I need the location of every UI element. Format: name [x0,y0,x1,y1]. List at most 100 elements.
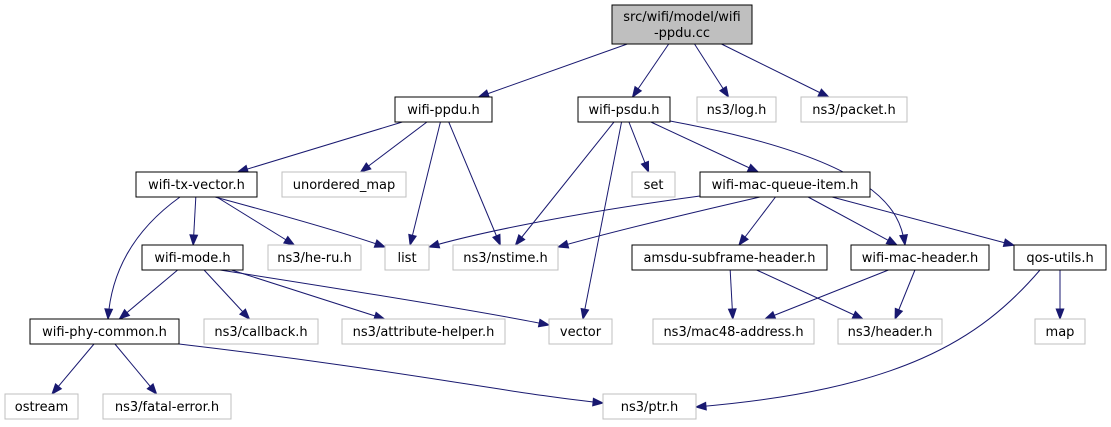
arrowhead [373,239,387,248]
node-map: map [1034,318,1086,345]
node-label: ns3/fatal-error.h [115,400,219,415]
edge-line [219,269,550,326]
edge-wifi-tx-vector-h-to-wifi-phy-common-h [104,196,181,321]
arrowhead [719,85,730,99]
edge-line [114,343,157,395]
node-label: ns3/nstime.h [463,251,547,266]
edge-line [107,196,181,320]
node-ns3-callback-h: ns3/callback.h [203,318,319,345]
node-wifi-mode-h[interactable]: wifi-mode.h [141,244,244,271]
node-box [281,171,407,198]
node-ns3-fatal-error-h: ns3/fatal-error.h [102,393,232,420]
node-box [141,244,244,271]
arrowhead [373,311,386,321]
node-label: ns3/header.h [848,325,933,340]
node-box [135,171,258,198]
edge-wifi-tx-vector-h-to-wifi-mode-h [189,196,199,247]
node-vector: vector [548,318,613,345]
arrowhead [746,163,760,173]
node-root: src/wifi/model/wifi-ppdu.cc [611,4,753,45]
edge-wifi-psdu-h-to-vector [580,121,623,321]
node-label: amsdu-subframe-header.h [643,251,815,266]
node-label: set [644,178,664,193]
node-label: ostream [15,400,69,415]
node-label: vector [560,325,602,340]
edge-line [632,43,670,98]
node-label: wifi-phy-common.h [42,325,167,340]
node-box [800,96,908,123]
edge-wifi-ppdu-h-to-wifi-tx-vector-h [236,121,403,174]
node-box [4,393,79,420]
arrowhead [537,318,551,328]
arrowhead [894,307,904,321]
node-ns3-ptr-h: ns3/ptr.h [602,393,697,420]
node-label: ns3/he-ru.h [277,251,352,266]
node-box [696,96,777,123]
edge-root-to-ns3-packet-h [721,43,830,98]
arrowhead [408,233,417,247]
node-box [611,4,753,45]
edge-wifi-mac-queue-item-h-to-amsdu-subframe-header-h [738,196,776,247]
node-box [652,318,815,345]
edge-root-to-wifi-ppdu-h [477,43,628,98]
edge-wifi-tx-vector-h-to-ns3-he-ru-h [216,196,296,246]
node-label: ns3/attribute-helper.h [353,325,495,340]
edge-wifi-mac-header-h-to-ns3-mac48-address-h [763,269,889,320]
node-wifi-psdu-h[interactable]: wifi-psdu.h [577,96,671,123]
node-ostream: ostream [4,393,79,420]
node-ns3-mac48-address-h: ns3/mac48-address.h [652,318,815,345]
node-box [452,244,559,271]
node-label: ns3/callback.h [214,325,307,340]
edge-line [478,43,628,98]
edge-wifi-ppdu-h-to-ns3-nstime-h [448,121,501,247]
arrowhead [104,308,114,321]
edge-line [582,121,623,320]
node-label: ns3/log.h [707,103,767,118]
node-box [631,171,676,198]
node-wifi-ppdu-h[interactable]: wifi-ppdu.h [394,96,493,123]
node-amsdu-subframe-header-h[interactable]: amsdu-subframe-header.h [631,244,828,271]
arrowhead [885,236,899,246]
node-ns3-attribute-helper-h: ns3/attribute-helper.h [341,318,506,345]
edge-line [756,269,864,320]
node-box [577,96,671,123]
arrowhead [640,160,650,174]
arrowhead [727,308,737,321]
edge-line [428,195,701,248]
edge-wifi-phy-common-h-to-ostream [51,343,95,396]
edge-wifi-tx-vector-h-to-list [214,196,387,248]
node-label: wifi-mode.h [154,251,230,266]
edge-line [650,121,759,173]
edge-line [557,196,761,248]
arrowhead [1055,308,1065,321]
node-box [548,318,613,345]
node-label: map [1046,325,1075,340]
node-wifi-mac-queue-item-h[interactable]: wifi-mac-queue-item.h [699,171,871,198]
node-qos-utils-h[interactable]: qos-utils.h [1013,244,1107,271]
node-wifi-mac-header-h[interactable]: wifi-mac-header.h [850,244,990,271]
node-box [699,171,871,198]
edge-wifi-phy-common-h-to-ns3-ptr-h [178,343,605,407]
edge-line [203,269,250,320]
edge-wifi-phy-common-h-to-ns3-fatal-error-h [114,343,158,396]
node-label: qos-utils.h [1026,251,1093,266]
node-box [29,318,180,345]
node-box [1034,318,1086,345]
edge-wifi-psdu-h-to-wifi-mac-queue-item-h [650,121,760,173]
arrowhead [477,89,490,98]
arrowhead [146,383,158,396]
edge-root-to-wifi-psdu-h [631,43,670,99]
edge-wifi-mode-h-to-ns3-callback-h [203,269,251,321]
arrowhead [694,401,707,411]
node-wifi-phy-common-h[interactable]: wifi-phy-common.h [29,318,180,345]
node-ns3-nstime-h: ns3/nstime.h [452,244,559,271]
edge-wifi-psdu-h-to-set [628,121,650,174]
edge-line [764,269,889,320]
edge-line [807,196,898,246]
arrowhead [238,308,251,321]
node-box [394,96,493,123]
node-wifi-tx-vector-h[interactable]: wifi-tx-vector.h [135,171,258,198]
node-label: ns3/mac48-address.h [663,325,803,340]
node-label: wifi-tx-vector.h [148,178,245,193]
